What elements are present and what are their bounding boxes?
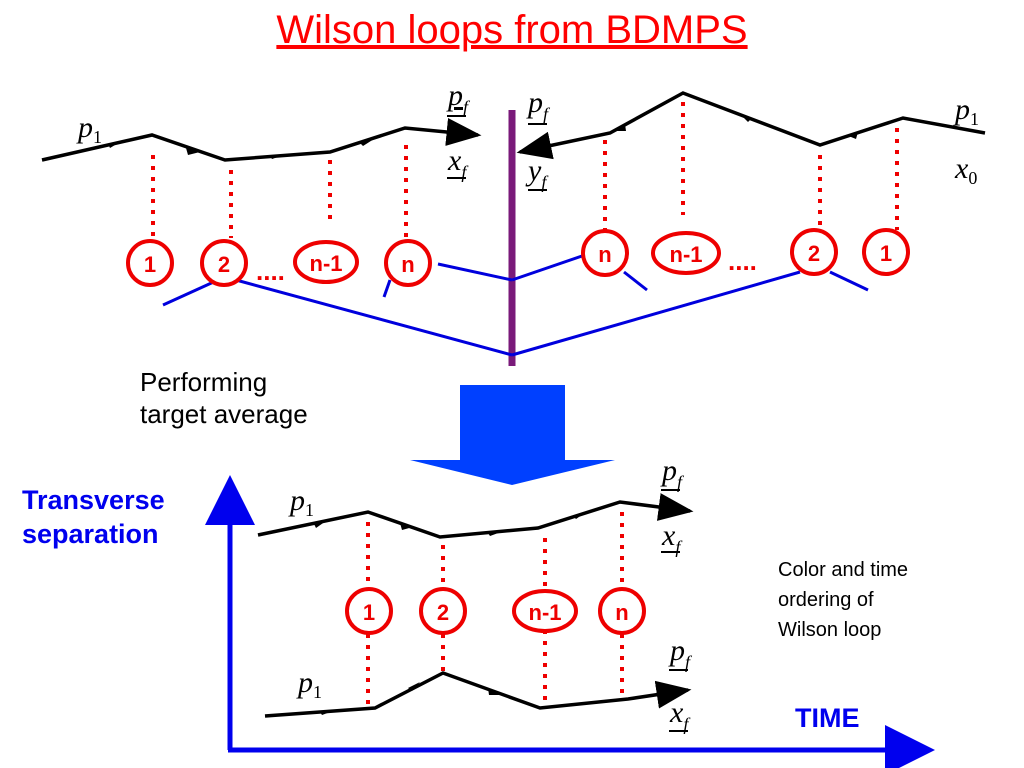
svg-text:n: n <box>615 600 628 625</box>
ellipsis-left: .... <box>256 256 285 286</box>
top-left-xf: xf <box>447 144 469 182</box>
scattering-1: 1 <box>345 587 393 635</box>
bottom-lower-p1: p1 <box>296 666 322 702</box>
top-right-x0: x0 <box>954 152 977 188</box>
bottom-scatterings: 1 2 n-1 n <box>345 587 646 635</box>
bottom-lower-xf: xf <box>669 696 691 734</box>
ellipsis-right: .... <box>728 246 757 276</box>
svg-text:n-1: n-1 <box>529 600 562 625</box>
x-axis-label-text: TIME <box>795 703 860 733</box>
top-right-dotted-lines <box>603 102 899 232</box>
scattering-2: 2 <box>419 587 467 635</box>
scattering-2: 2 <box>790 228 838 276</box>
svg-text:n: n <box>598 242 611 267</box>
scattering-n: n <box>384 239 432 287</box>
bottom-dotted-lines <box>366 512 624 706</box>
caption-text: Performing target average <box>140 367 308 429</box>
scattering-n: n <box>598 587 646 635</box>
scattering-n: n <box>581 229 629 277</box>
bottom-upper-pf: pf <box>660 454 685 492</box>
scattering-1: 1 <box>862 228 910 276</box>
top-left-scatterings: 1 2 .... n-1 n <box>126 239 432 287</box>
svg-text:n-1: n-1 <box>310 251 343 276</box>
svg-text:1: 1 <box>363 600 375 625</box>
side-note: Color and time ordering of Wilson loop <box>778 555 908 645</box>
gluon-lines <box>162 253 869 357</box>
page-title: Wilson loops from BDMPS <box>276 8 748 52</box>
side-note-text: Color and time ordering of Wilson loop <box>778 559 909 641</box>
top-right-p1: p1 <box>953 93 979 129</box>
top-left-dotted-lines <box>151 145 408 238</box>
scattering-2: 2 <box>200 239 248 287</box>
svg-text:2: 2 <box>437 600 449 625</box>
down-arrow-icon <box>410 385 615 485</box>
scattering-n-1: n-1 <box>293 240 359 284</box>
svg-text:n-1: n-1 <box>670 242 703 267</box>
svg-text:1: 1 <box>144 252 156 277</box>
bottom-upper-p1: p1 <box>288 484 314 520</box>
top-right-scatterings: n n-1 .... 2 1 <box>581 228 910 277</box>
svg-text:2: 2 <box>218 252 230 277</box>
bottom-upper-xf: xf <box>661 519 683 557</box>
axes <box>205 475 935 768</box>
svg-text:1: 1 <box>880 241 892 266</box>
scattering-n-1: n-1 <box>651 231 721 275</box>
bottom-lower-trajectory <box>264 671 692 718</box>
scattering-1: 1 <box>126 239 174 287</box>
top-left-pf: pf <box>446 79 471 117</box>
bottom-lower-pf: pf <box>668 634 693 672</box>
scattering-n-1: n-1 <box>512 589 578 633</box>
bottom-labels: p1 pf xf p1 pf xf <box>288 454 693 734</box>
bottom-upper-trajectory <box>257 493 694 539</box>
top-left-trajectory <box>41 118 482 162</box>
top-right-pf: pf <box>526 86 551 124</box>
top-left-p1: p1 <box>76 111 102 147</box>
top-labels: p1 pf xf pf yf p1 x0 <box>76 79 979 192</box>
svg-text:2: 2 <box>808 241 820 266</box>
x-axis-label: TIME <box>795 701 860 735</box>
caption-performing-target-average: Performing target average <box>140 366 308 430</box>
top-right-trajectory <box>516 91 986 160</box>
y-axis-label: Transverse separation <box>22 483 165 551</box>
svg-text:n: n <box>401 252 414 277</box>
top-right-yf: yf <box>525 154 549 192</box>
y-axis-label-text: Transverse separation <box>22 485 165 549</box>
